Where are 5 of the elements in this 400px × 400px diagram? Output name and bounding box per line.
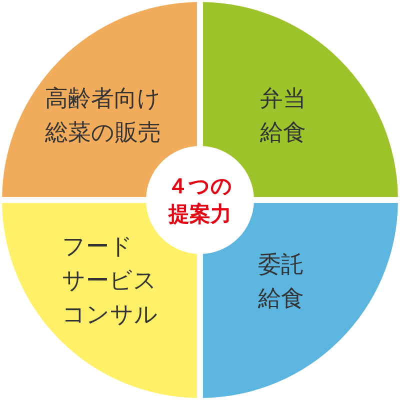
segment-label: フードサービスコンサル (62, 233, 158, 330)
segment-label: 高齢者向け総菜の販売 (45, 85, 161, 148)
segment-label: 弁当給食 (260, 85, 306, 148)
segment-label: 委託給食 (258, 251, 304, 314)
center-label: ４つの提案力 (168, 173, 232, 228)
